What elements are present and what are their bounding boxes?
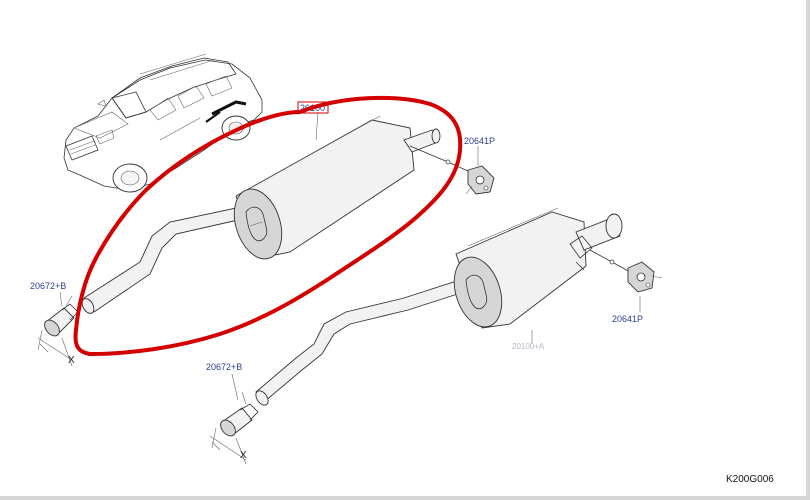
frame-edge-bottom: [0, 496, 810, 500]
figure-code: K200G006: [726, 474, 774, 485]
leader-clamp-bottom: [231, 373, 239, 401]
lower-exhaust-assembly: [255, 207, 631, 406]
vehicle-illustration: [63, 53, 263, 193]
clamp-bottom-label[interactable]: 20672+B: [206, 362, 242, 372]
hanger-rubber-lower: [627, 261, 663, 293]
clamp-left: [44, 295, 79, 337]
lower-muffler-tag[interactable]: 20100+A: [512, 342, 545, 351]
highlight-circle: [73, 95, 463, 356]
dimension-marker-bottom: [209, 427, 247, 465]
hanger-upper-label[interactable]: 20641P: [464, 136, 495, 146]
dimension-label-left: X: [68, 355, 75, 366]
clamp-bottom: [220, 391, 259, 437]
hanger-lower-label[interactable]: 20641P: [612, 314, 643, 324]
dimension-label-bottom: X: [240, 450, 247, 461]
hanger-rubber-upper: [465, 165, 495, 195]
leader-upper-muffler: [315, 111, 319, 141]
clamp-left-label[interactable]: 20672+B: [30, 281, 66, 291]
dimension-marker-left: [37, 329, 73, 367]
upper-muffler-tag-box: [297, 101, 329, 114]
frame-edge-right: [806, 0, 810, 500]
upper-exhaust-assembly: [81, 115, 471, 314]
leader-clamp-left: [59, 291, 63, 307]
